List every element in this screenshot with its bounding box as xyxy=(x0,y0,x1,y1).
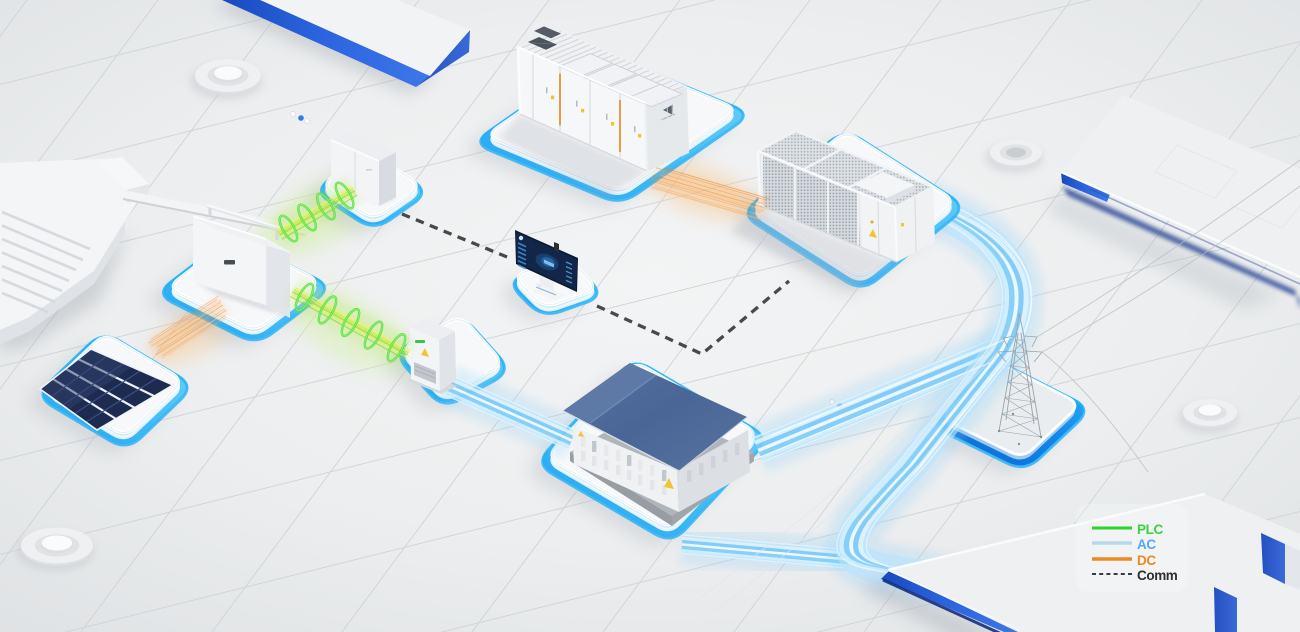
svg-text:PLC: PLC xyxy=(1137,522,1163,537)
svg-text:Comm: Comm xyxy=(1137,568,1178,583)
svg-text:AC: AC xyxy=(1137,537,1156,552)
svg-text:DC: DC xyxy=(1137,553,1156,568)
